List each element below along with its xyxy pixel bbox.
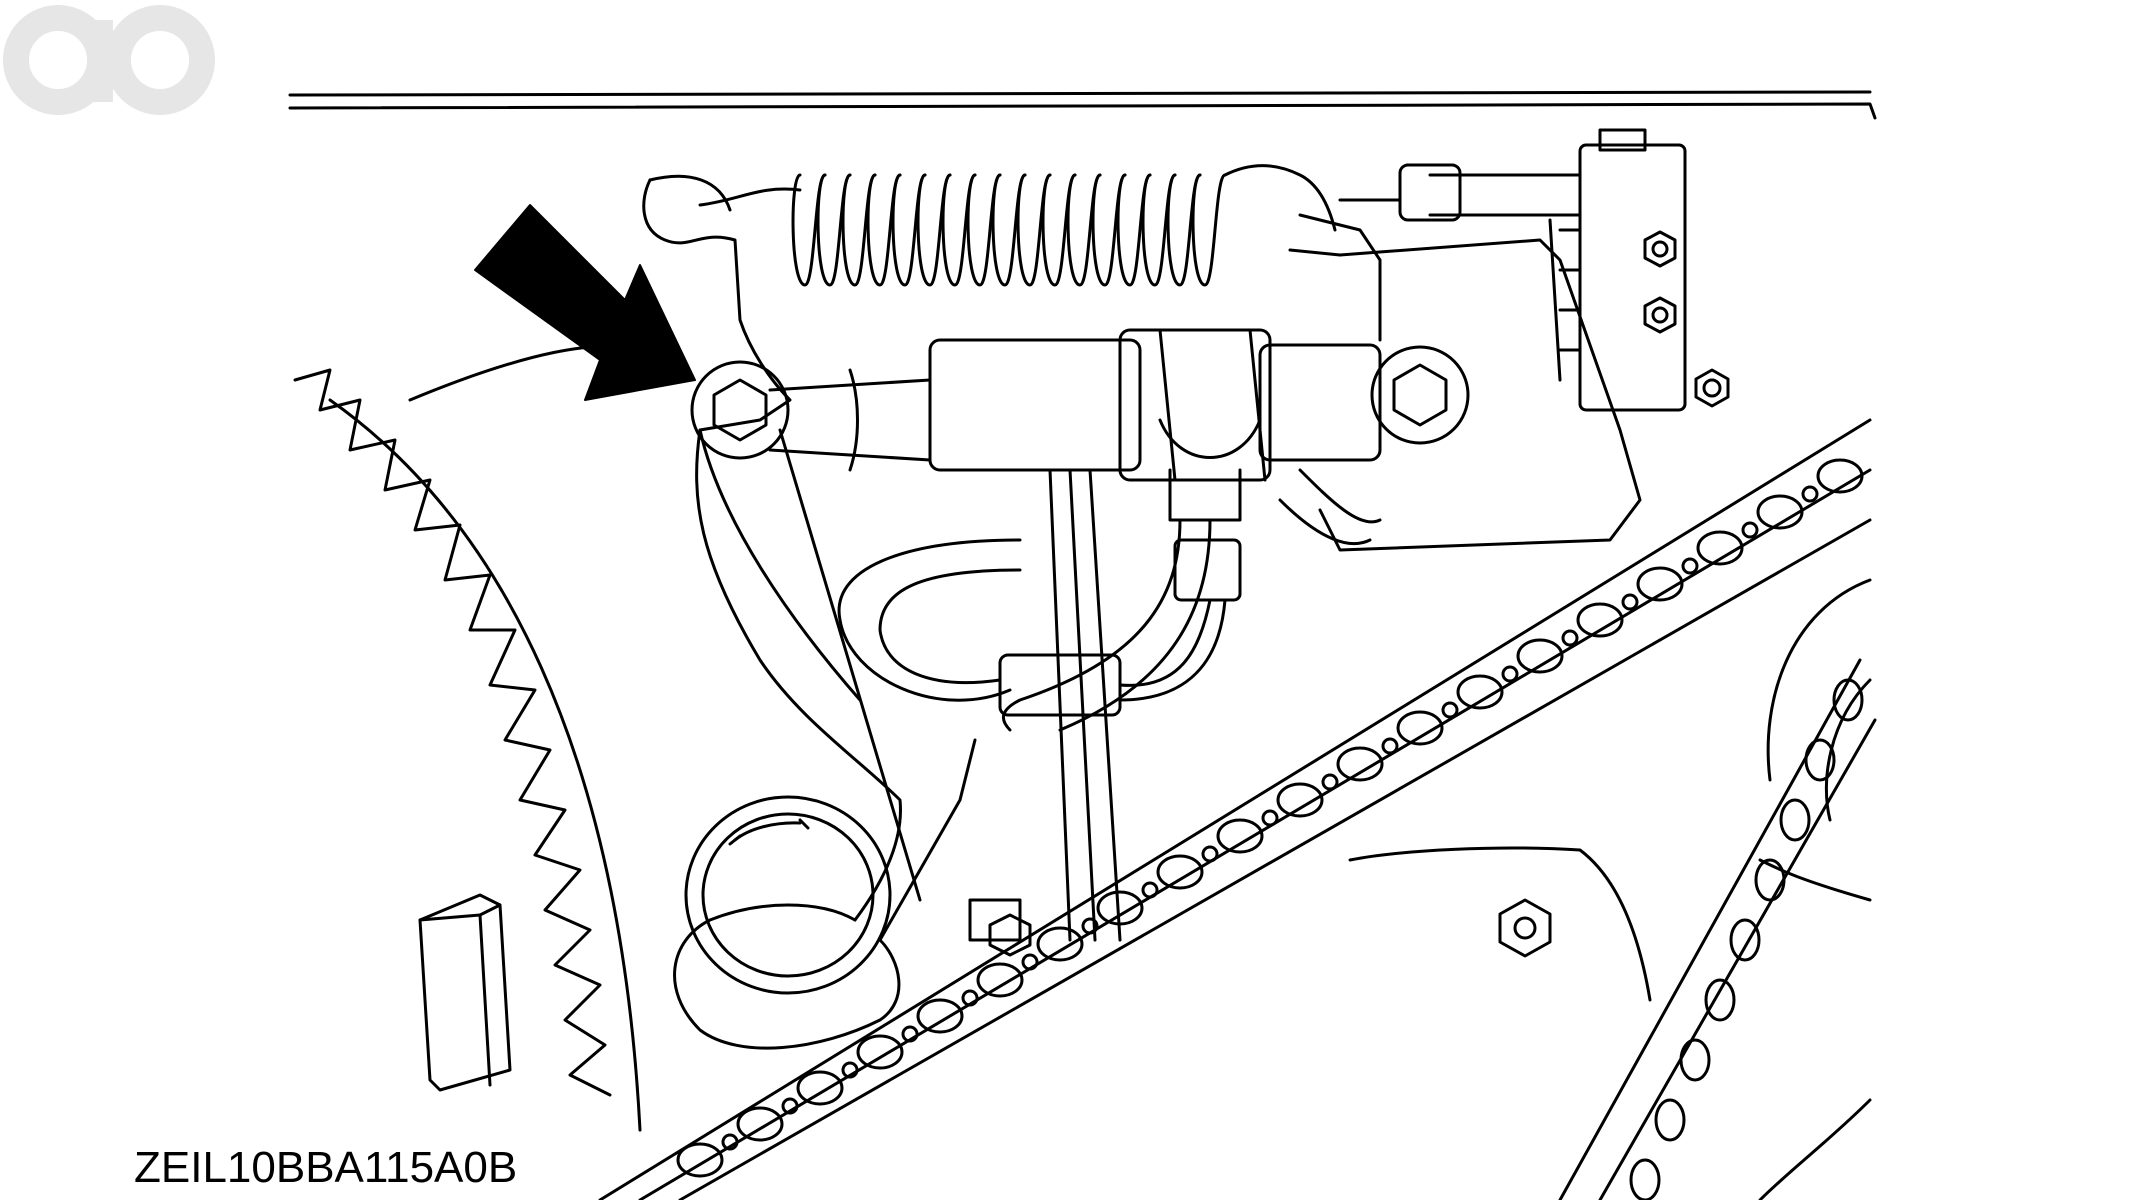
- crank-sprocket: [293, 345, 642, 1132]
- lower-right-sprocket: [1348, 578, 1872, 1200]
- cover-edge: [288, 90, 1877, 120]
- chain-stud: [968, 898, 1032, 957]
- chain-links: [676, 458, 1864, 1178]
- chain-rollers: [721, 485, 1819, 1151]
- roller-chain: [598, 418, 1872, 1200]
- hydraulic-cylinder: [768, 328, 1382, 522]
- pointer-arrow-icon: [474, 204, 696, 401]
- cylinder-bolts: [690, 345, 1470, 460]
- plate-nut: [1498, 898, 1552, 958]
- tensioner-arm: [642, 174, 977, 1050]
- right-chain-run: [1558, 658, 1877, 1200]
- spacer-block: [418, 893, 512, 1092]
- figure-code: ZEIL10BBA115A0B: [134, 1143, 518, 1192]
- connector-block: [1338, 128, 1687, 412]
- watermark-logo-icon: [3, 5, 215, 115]
- hoses: [837, 468, 1382, 942]
- mounting-bracket: [1288, 213, 1642, 552]
- block-bolts: [1643, 230, 1730, 408]
- tension-spring: [698, 164, 1337, 287]
- circlip-bushing: [684, 795, 892, 995]
